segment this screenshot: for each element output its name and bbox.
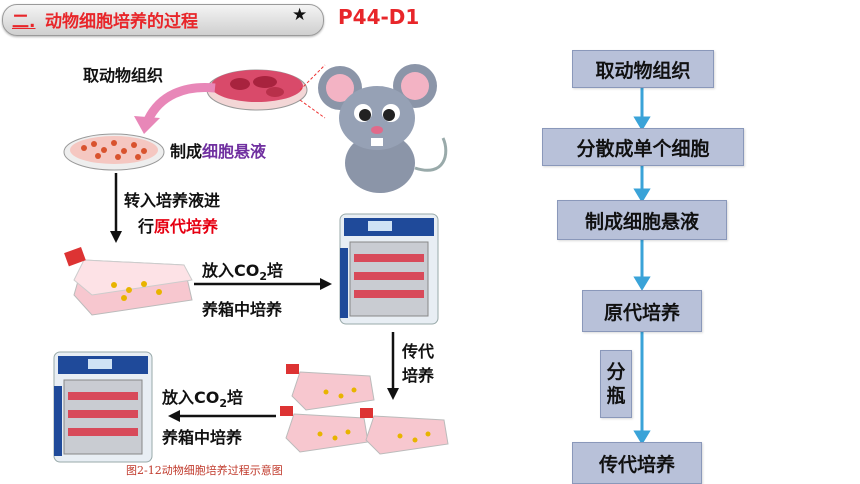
- section-title-pill: [2, 4, 324, 36]
- label-passage-line2: 培养: [402, 366, 435, 385]
- label-co2-a-line2: 养箱中培养: [202, 300, 283, 319]
- co2-b-pre: 放入CO: [162, 388, 220, 407]
- label-make-highlight: 细胞悬液: [202, 142, 267, 161]
- mouse-image: [318, 64, 448, 193]
- star-icon: ★: [292, 5, 308, 25]
- label-transfer-line1: 转入培养液进: [124, 191, 221, 210]
- tissue-dish-image: [206, 69, 308, 111]
- label-co2-a-line1: 放入CO2培: [202, 257, 283, 283]
- co2-a-pre: 放入CO: [202, 261, 260, 280]
- zoom-callout-lines: [299, 64, 326, 119]
- incubator-image-2: [53, 351, 153, 463]
- culture-flask-image-4: [360, 408, 449, 455]
- flowchart: 取动物组织 分散成单个细胞 制成细胞悬液 原代培养 分 瓶 传代培养: [530, 40, 770, 484]
- culture-diagram: 取动物组织 制成细胞悬液 转入培养液进 行原代培养 放入CO2培 养箱中培养: [0, 40, 460, 480]
- arrow-right-1: [194, 278, 332, 290]
- co2-a-post: 培: [267, 261, 284, 280]
- arrow-down-2: [387, 332, 399, 400]
- flow-step-4: 原代培养: [582, 290, 702, 332]
- flow-connectors: [633, 86, 651, 445]
- section-title: 动物细胞培养的过程: [45, 12, 198, 32]
- flow-split-label: 分 瓶: [600, 350, 632, 418]
- co2-a-sub: 2: [259, 270, 268, 284]
- figure-caption: 图2-12动物细胞培养过程示意图: [126, 464, 283, 477]
- label-transfer-prefix: 行: [138, 217, 155, 236]
- flow-step-5: 传代培养: [572, 442, 702, 484]
- label-co2-b-line1: 放入CO2培: [162, 384, 243, 410]
- co2-b-sub: 2: [219, 397, 228, 411]
- arrow-down-1: [110, 173, 122, 243]
- split-char-1: 分: [606, 361, 626, 383]
- curved-arrow-icon: [134, 82, 216, 134]
- co2-b-post: 培: [227, 388, 244, 407]
- page-code: P44-D1: [338, 5, 420, 29]
- label-take-tissue: 取动物组织: [83, 66, 164, 85]
- flow-step-2: 分散成单个细胞: [542, 128, 744, 166]
- culture-flask-image-2: [286, 364, 375, 411]
- culture-flask-image-1: [64, 247, 193, 316]
- incubator-image-1: [339, 213, 439, 325]
- culture-flask-image-3: [280, 406, 369, 453]
- label-transfer-highlight: 原代培养: [154, 217, 219, 236]
- flow-step-3: 制成细胞悬液: [557, 200, 727, 240]
- label-transfer-line2: 行原代培养: [138, 213, 218, 237]
- label-passage-line1: 传代: [402, 342, 435, 361]
- label-make-prefix: 制成: [170, 142, 203, 161]
- flow-step-1: 取动物组织: [572, 50, 714, 88]
- label-make-suspension: 制成细胞悬液: [170, 138, 266, 162]
- arrow-left-1: [168, 410, 276, 422]
- split-char-2: 瓶: [606, 385, 626, 407]
- label-co2-b-line2: 养箱中培养: [162, 428, 243, 447]
- section-number: 二.: [12, 12, 36, 32]
- suspension-dish-image: [63, 133, 165, 171]
